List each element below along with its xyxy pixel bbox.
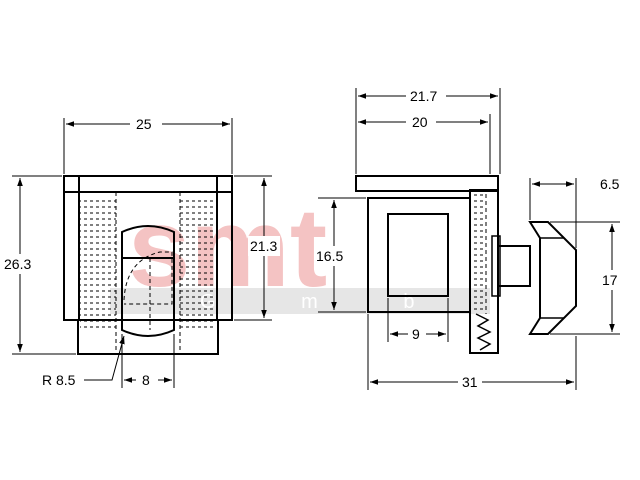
label-25: 25 bbox=[136, 116, 152, 132]
watermark-brand: smt bbox=[128, 185, 327, 310]
label-radius: R 8.5 bbox=[42, 372, 76, 388]
label-9: 9 bbox=[412, 326, 420, 342]
label-21-3: 21.3 bbox=[250, 238, 277, 254]
radius-leader bbox=[84, 335, 125, 381]
label-8: 8 bbox=[142, 372, 150, 388]
label-20: 20 bbox=[412, 114, 428, 130]
side-dimension-labels: 21.7 20 16.5 9 31 6.5 17 bbox=[314, 87, 622, 391]
front-view bbox=[63, 175, 233, 355]
front-dimension-labels: 25 26.3 21.3 R 8.5 8 bbox=[2, 115, 280, 389]
front-lower-step bbox=[77, 319, 219, 355]
watermark-suffix: G m b H bbox=[200, 291, 554, 313]
front-slot bbox=[121, 225, 175, 337]
watermark: smt G m b H bbox=[110, 185, 554, 314]
label-17: 17 bbox=[602, 272, 618, 288]
side-window bbox=[387, 213, 449, 297]
label-31: 31 bbox=[462, 374, 478, 390]
side-shaft bbox=[497, 245, 531, 287]
label-21-7: 21.7 bbox=[410, 88, 437, 104]
side-view bbox=[355, 175, 577, 354]
label-16-5: 16.5 bbox=[316, 248, 343, 264]
label-6-5: 6.5 bbox=[600, 176, 620, 192]
label-26-3: 26.3 bbox=[4, 256, 31, 272]
side-top-flange bbox=[355, 175, 499, 192]
side-knob bbox=[528, 221, 577, 335]
